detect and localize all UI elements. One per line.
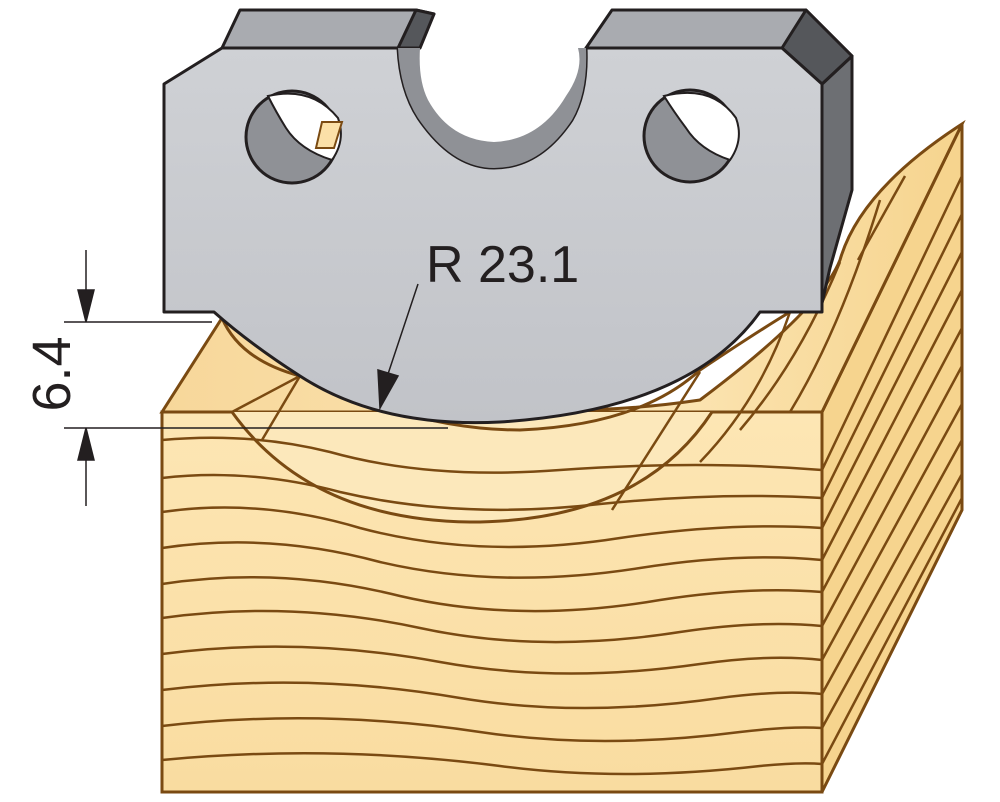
- radius-arrowhead: [377, 368, 400, 411]
- radius-leader: [377, 283, 419, 411]
- front-grain-lines: [161, 436, 823, 776]
- knife-notch-inner: [398, 48, 587, 168]
- mounting-hole-left: [244, 89, 344, 185]
- profile-knife: [162, 8, 854, 425]
- mounting-hole-right: [642, 88, 740, 184]
- top-grain-lines: [231, 175, 907, 511]
- cove-top-edge: [220, 310, 791, 432]
- radius-leader-line: [387, 283, 419, 375]
- arrowhead-up: [77, 427, 95, 461]
- side-grain-lines: [820, 175, 964, 765]
- wood-block: [159, 119, 966, 794]
- radius-label: R 23.1: [426, 236, 579, 294]
- depth-label: 6.4: [22, 336, 82, 411]
- arrowhead-down: [77, 289, 95, 323]
- depth-dimension: [64, 250, 448, 506]
